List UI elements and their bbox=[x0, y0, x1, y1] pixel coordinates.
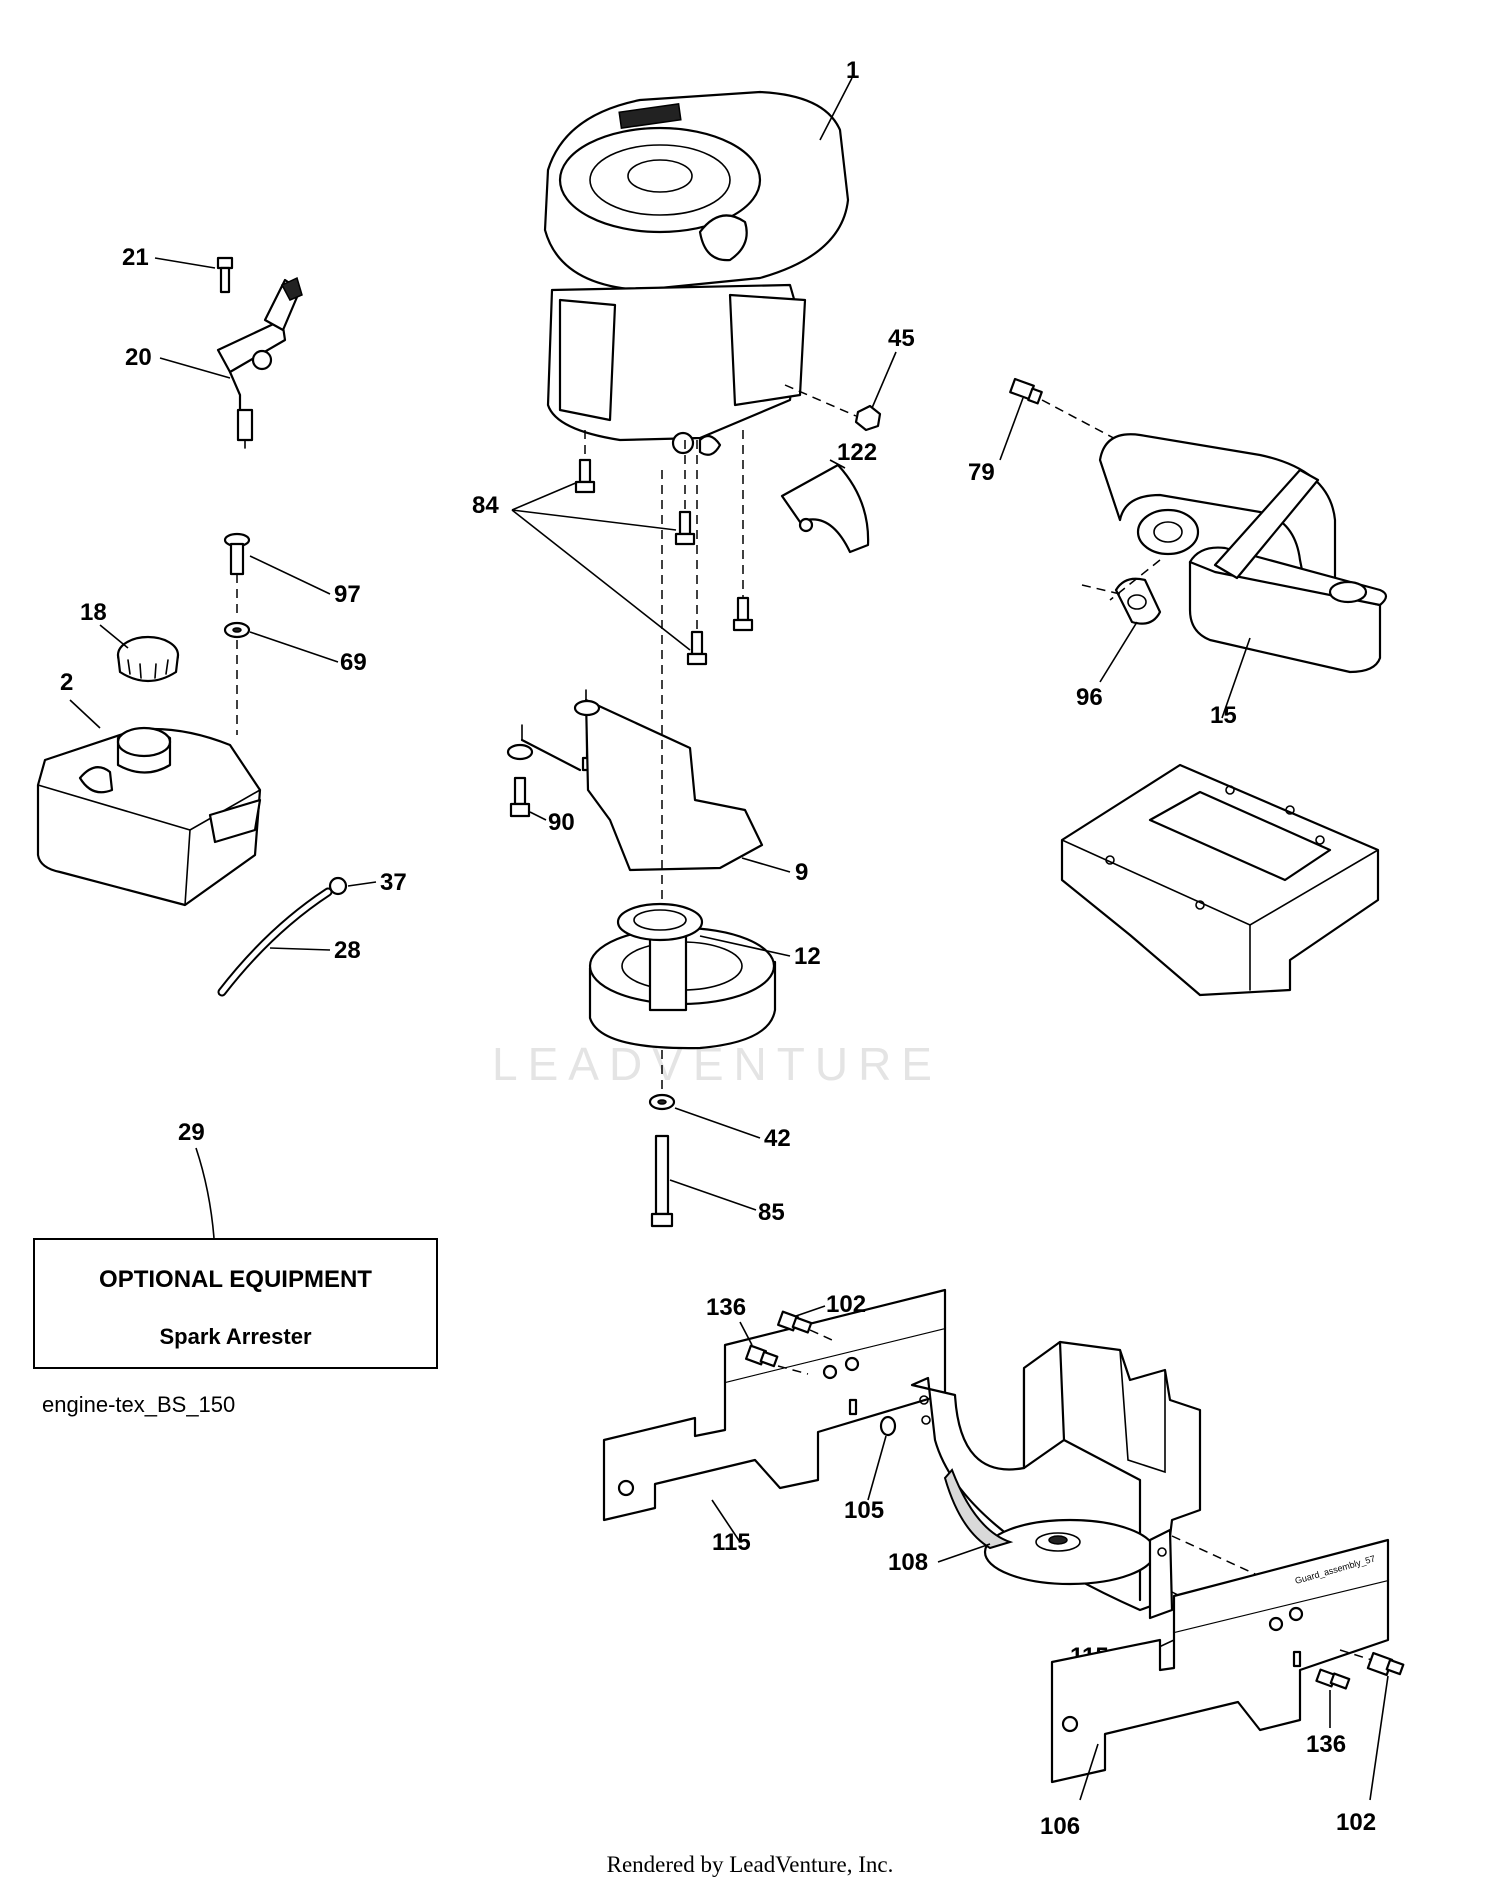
callout-84: 84 bbox=[472, 492, 499, 519]
callout-136b: 136 bbox=[1306, 1731, 1346, 1758]
callout-85: 85 bbox=[758, 1199, 785, 1226]
callout-105: 115 bbox=[712, 1529, 751, 1556]
callout-15: 2 bbox=[60, 669, 73, 696]
callout-90b: 90 bbox=[548, 809, 575, 836]
callout-42: 42 bbox=[764, 1125, 791, 1152]
optional-equipment-title: OPTIONAL EQUIPMENT bbox=[99, 1266, 372, 1293]
callout-28: 28 bbox=[334, 937, 361, 964]
callout-102a: 102 bbox=[826, 1291, 866, 1318]
fuel-line-28 bbox=[217, 887, 333, 997]
screw-136a bbox=[744, 1344, 779, 1368]
callout-79: 79 bbox=[968, 459, 995, 486]
optional-equipment-box: OPTIONAL EQUIPMENT Spark Arrester bbox=[33, 1238, 438, 1369]
clamp-37 bbox=[328, 876, 348, 896]
callout-12: 12 bbox=[794, 943, 821, 970]
callout-9: 9 bbox=[795, 859, 808, 886]
callout-115a: 105 bbox=[844, 1497, 884, 1524]
diagram-id: engine-tex_BS_150 bbox=[42, 1392, 236, 1417]
callout-1: 1 bbox=[846, 57, 859, 84]
callout-20: 20 bbox=[125, 344, 152, 371]
muffler bbox=[1098, 433, 1388, 674]
screw-136b bbox=[1315, 1668, 1351, 1690]
guard-plate-106 bbox=[1050, 1538, 1390, 1784]
callout-106: 106 bbox=[1040, 1813, 1080, 1840]
belt-guard-108 bbox=[910, 1340, 1202, 1620]
callout-136a: 136 bbox=[706, 1294, 746, 1321]
spacer-115a bbox=[879, 1415, 897, 1437]
bolt-85 bbox=[650, 1134, 674, 1228]
callout-108: 108 bbox=[888, 1549, 928, 1576]
heat-shield-9 bbox=[506, 689, 764, 872]
callout-96: 69 bbox=[340, 649, 367, 676]
screw-21 bbox=[216, 256, 234, 294]
washer-96 bbox=[223, 621, 251, 639]
fuel-tank-15 bbox=[36, 726, 262, 907]
bracket-122 bbox=[780, 463, 870, 554]
gasket-69 bbox=[1114, 577, 1162, 625]
callout-18: 18 bbox=[80, 599, 107, 626]
callout-29: 29 bbox=[178, 1119, 205, 1146]
callout-45: 45 bbox=[888, 325, 915, 352]
washer-42 bbox=[648, 1093, 676, 1111]
throttle-control bbox=[216, 276, 303, 449]
screw-79 bbox=[1009, 377, 1043, 405]
optional-equipment-item: Spark Arrester bbox=[159, 1324, 312, 1349]
pulley-12 bbox=[588, 902, 777, 1050]
nut-45 bbox=[854, 404, 882, 432]
screw-97 bbox=[223, 532, 251, 576]
screw-102b bbox=[1366, 1651, 1405, 1677]
callout-122: 122 bbox=[837, 439, 877, 466]
engine-mount-plate bbox=[1060, 763, 1380, 997]
callout-37: 37 bbox=[380, 869, 407, 896]
render-credit: Rendered by LeadVenture, Inc. bbox=[606, 1852, 894, 1877]
engine bbox=[543, 90, 850, 456]
callout-97: 97 bbox=[334, 581, 361, 608]
callout-69: 96 bbox=[1076, 684, 1103, 711]
bolts-84 bbox=[574, 458, 754, 666]
callout-21: 21 bbox=[122, 244, 149, 271]
guard-plate-105 bbox=[602, 1288, 947, 1522]
callout-2: 15 bbox=[1210, 702, 1237, 729]
callout-102b: 102 bbox=[1336, 1809, 1376, 1836]
screw-102a bbox=[776, 1310, 813, 1334]
gas-cap-18 bbox=[116, 635, 180, 683]
